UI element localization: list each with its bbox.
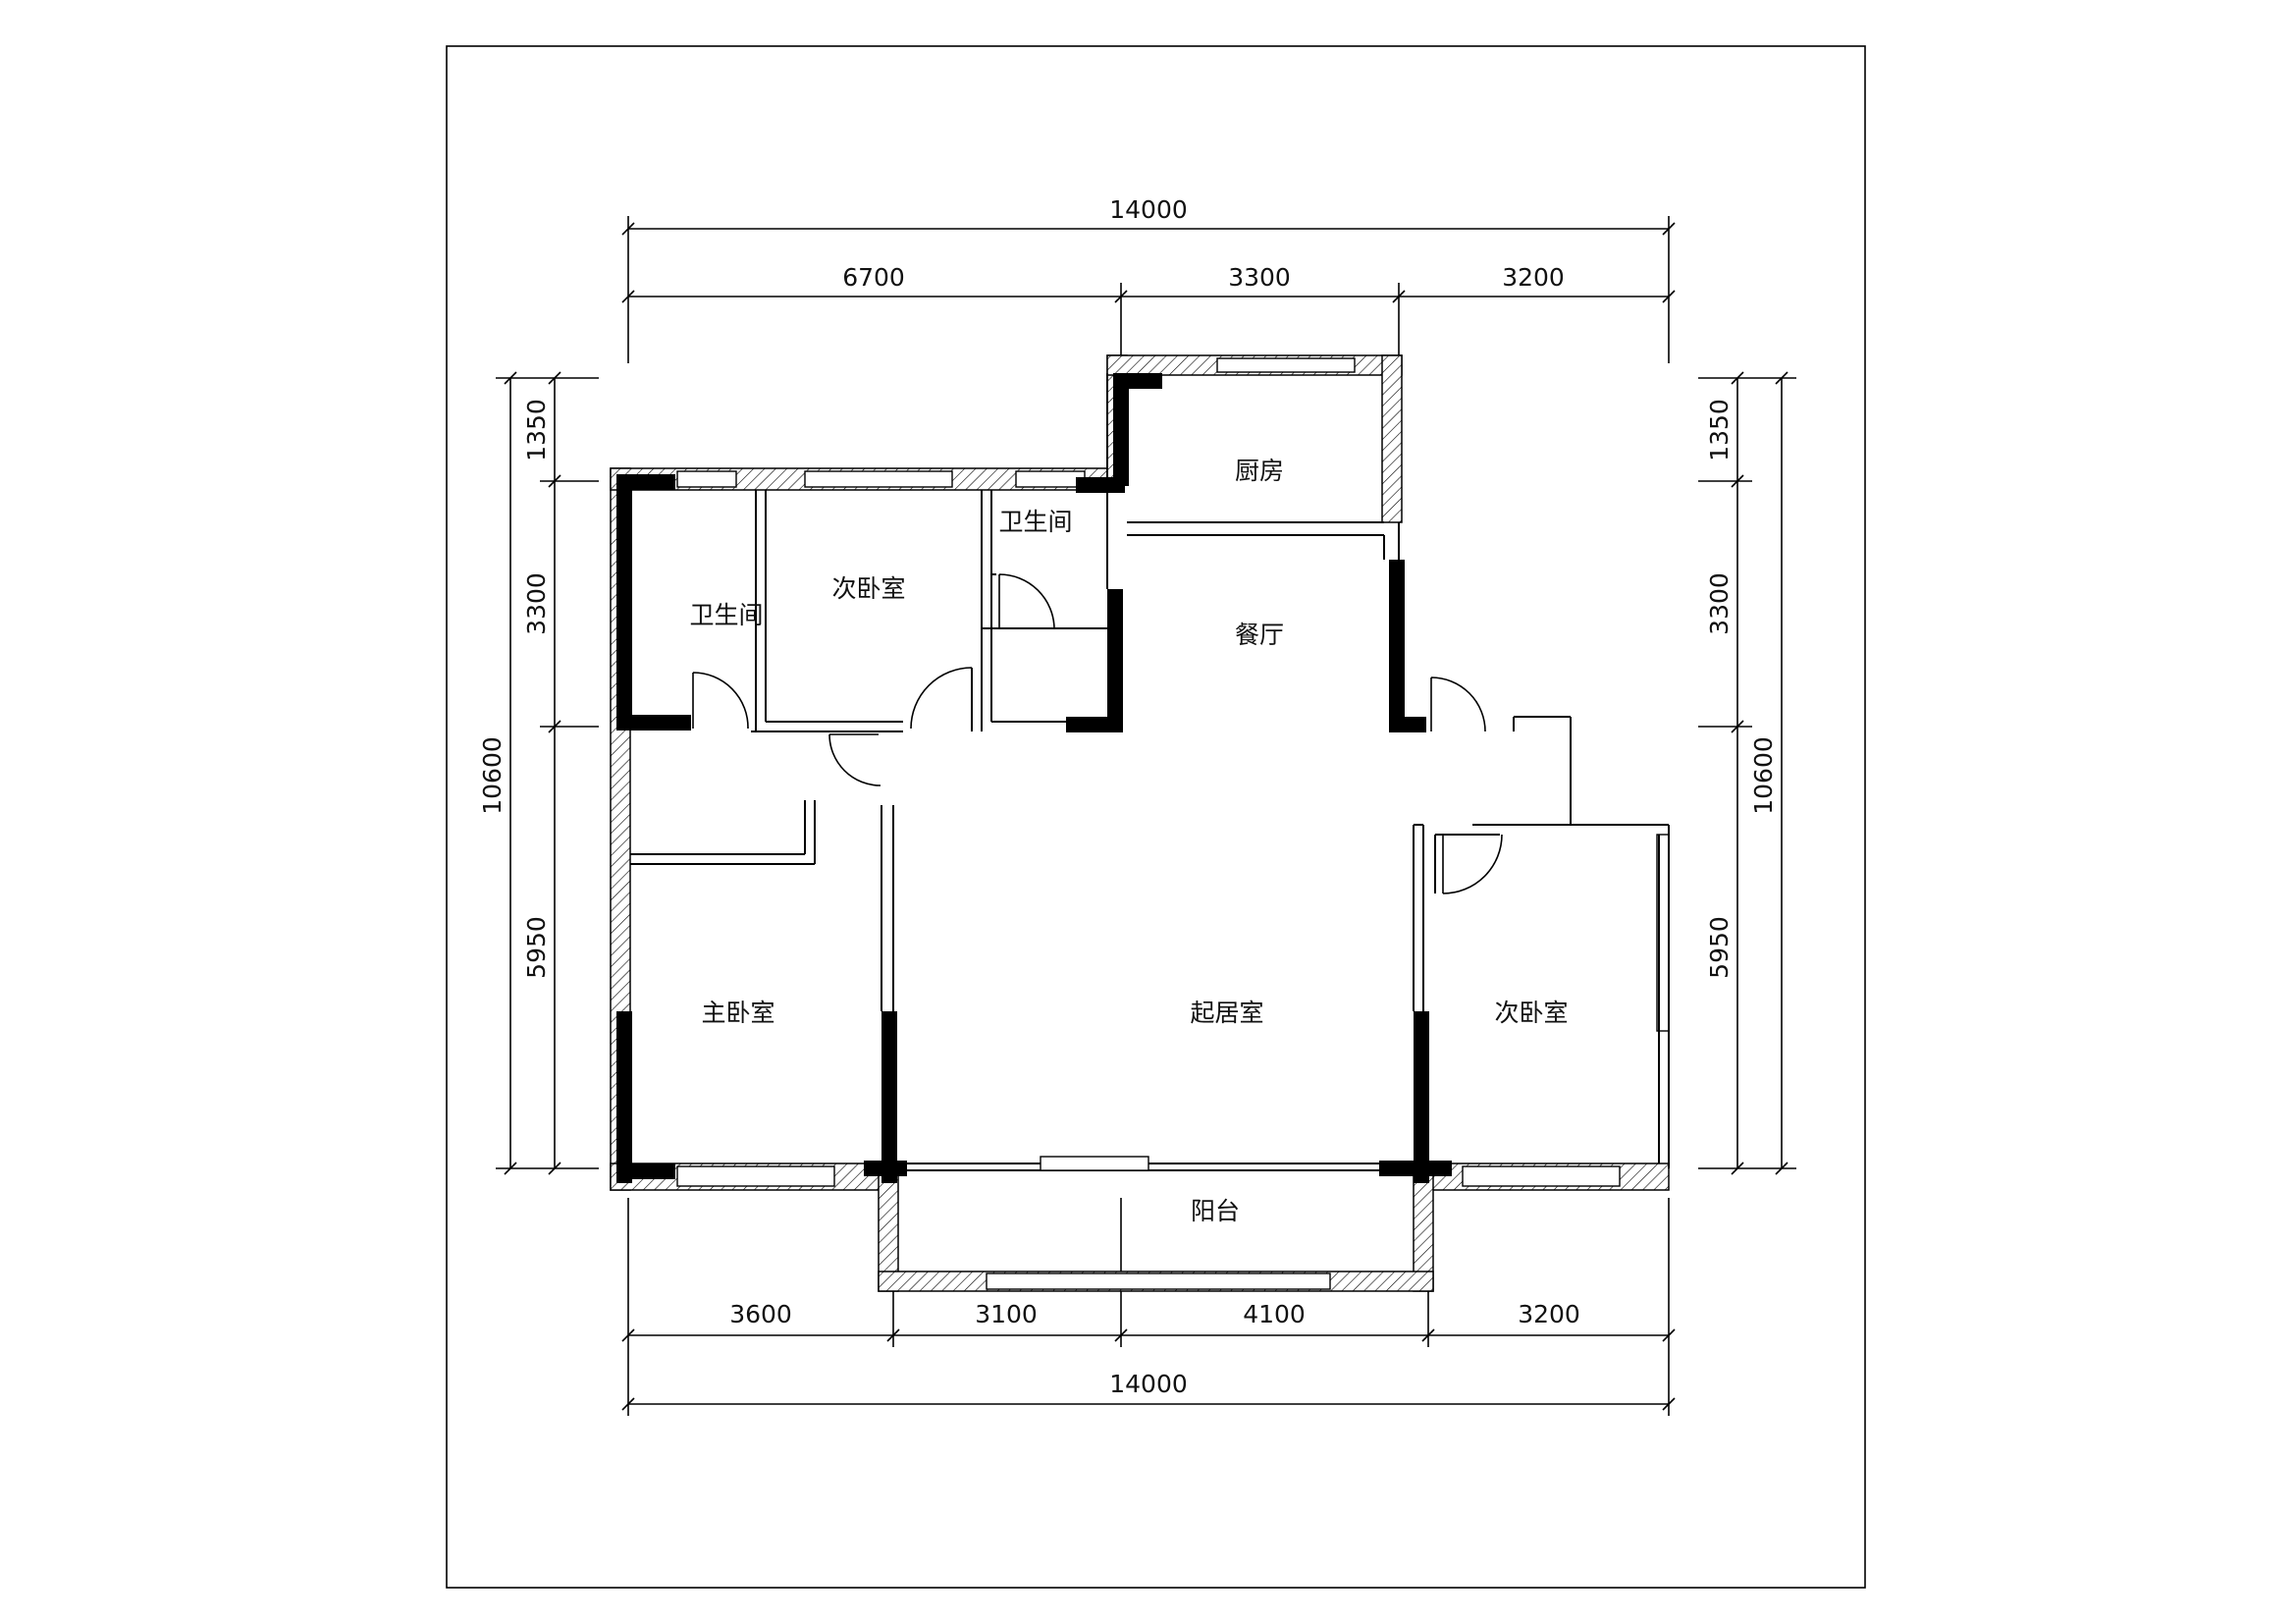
room-labels: 厨房 卫生间 卫生间 次卧室 餐厅 主卧室 起居室 次卧室 阳台	[689, 457, 1568, 1225]
dim-bottom-seg-4: 3200	[1518, 1300, 1580, 1328]
dim-right-seg-2: 3300	[1705, 572, 1734, 635]
dim-left-total: 10600	[478, 736, 507, 815]
dim-top-seg-1: 6700	[842, 263, 905, 292]
dim-top-seg-3: 3200	[1502, 263, 1565, 292]
right-dimensions: 1350 3300 5950 10600	[1698, 371, 1796, 1175]
label-bathroom-left: 卫生间	[689, 601, 763, 629]
bottom-dimensions: 3600 3100 4100 3200 14000	[621, 1198, 1676, 1416]
label-balcony: 阳台	[1191, 1197, 1240, 1225]
dim-bottom-seg-3: 4100	[1243, 1300, 1306, 1328]
dim-left-seg-2: 3300	[522, 572, 551, 635]
label-second-bedroom-top: 次卧室	[831, 574, 905, 603]
dim-right-seg-3: 5950	[1705, 916, 1734, 979]
label-living-room: 起居室	[1190, 999, 1263, 1027]
dim-bottom-total: 14000	[1109, 1370, 1188, 1398]
label-kitchen: 厨房	[1235, 457, 1284, 485]
walls	[610, 354, 1670, 1292]
label-second-bedroom-right: 次卧室	[1494, 999, 1568, 1027]
top-dimensions: 14000 6700 3300 3200	[621, 195, 1676, 363]
dim-bottom-seg-2: 3100	[975, 1300, 1038, 1328]
dim-left-seg-3: 5950	[522, 916, 551, 979]
dim-right-seg-1: 1350	[1705, 399, 1734, 461]
dim-bottom-seg-1: 3600	[729, 1300, 792, 1328]
drawing-frame	[446, 45, 1866, 1589]
dim-top-total: 14000	[1109, 195, 1188, 224]
label-bathroom-center: 卫生间	[998, 508, 1072, 536]
dim-top-seg-2: 3300	[1228, 263, 1291, 292]
label-dining: 餐厅	[1235, 621, 1284, 649]
label-master-bedroom: 主卧室	[701, 999, 774, 1027]
doors	[692, 573, 1503, 894]
left-dimensions: 10600 1350 3300 5950	[478, 371, 599, 1175]
dim-left-seg-1: 1350	[522, 399, 551, 461]
dim-right-total: 10600	[1749, 736, 1778, 815]
